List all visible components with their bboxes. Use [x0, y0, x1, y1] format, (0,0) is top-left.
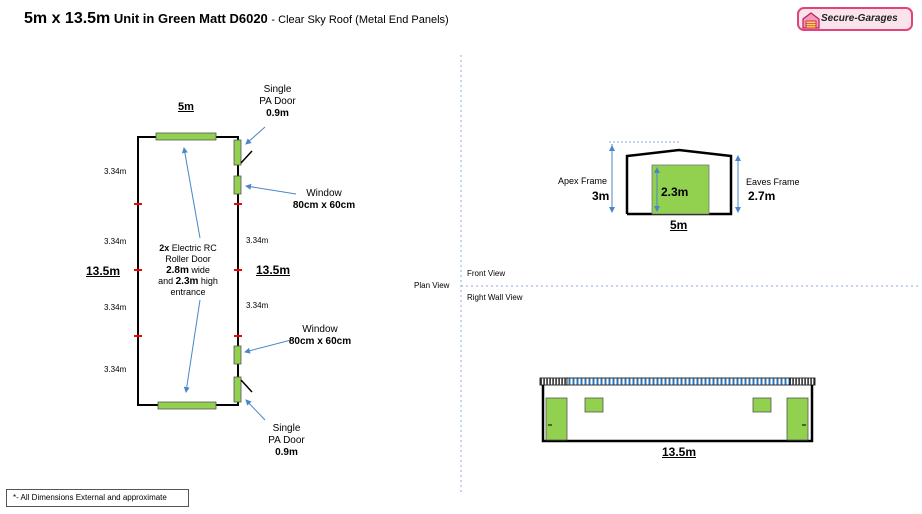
window-bottom [233, 345, 242, 365]
pa-door-bottom [233, 376, 242, 403]
pa-door-top-swing [240, 150, 253, 164]
side-pa-door-right [786, 397, 809, 441]
seg-right-1: 3.34m [246, 236, 269, 245]
diagram-title: 5m x 13.5m Unit in Green Matt D6020 - Cl… [24, 10, 449, 28]
window-top [233, 175, 242, 195]
plan-length-right: 13.5m [256, 263, 291, 277]
roof-end-right [789, 377, 816, 386]
side-pa-door-left [545, 397, 568, 441]
seg-left-1: 3.34m [104, 167, 127, 176]
front-width-label: 5m [670, 218, 688, 232]
side-length-label: 13.5m [662, 445, 697, 459]
title-subtitle: - Clear Sky Roof (Metal End Panels) [271, 14, 449, 26]
title-unit: Unit in Green Matt D6020 [113, 11, 268, 26]
front-view-label: Front View [467, 269, 506, 278]
pa-door-bottom-swing [240, 379, 253, 393]
front-view [609, 141, 741, 216]
callout-arrows [181, 126, 297, 421]
dimensions-footnote: *- All Dimensions External and approxima… [6, 489, 189, 507]
roof-end-left [539, 377, 568, 386]
roller-door-bottom [157, 401, 217, 410]
plan-view [134, 126, 297, 421]
seg-left-4: 3.34m [104, 365, 127, 374]
side-window-left [584, 397, 604, 413]
front-roller-door [651, 164, 710, 215]
seg-left-2: 3.34m [104, 237, 127, 246]
seg-left-3: 3.34m [104, 303, 127, 312]
eaves-frame-label: Eaves Frame [746, 177, 800, 187]
garage-house-icon [802, 12, 820, 29]
secure-garages-logo: Secure-Garages [797, 7, 913, 31]
apex-frame-value: 3m [592, 189, 610, 203]
window-top-label: Window 80cm x 60cm [292, 188, 356, 211]
clear-sky-roof [566, 377, 791, 386]
seg-right-2: 3.34m [246, 301, 269, 310]
pa-door-bottom-label: Single PA Door 0.9m [268, 423, 305, 458]
window-bottom-label: Window 80cm x 60cm [288, 324, 352, 347]
right-wall-view-label: Right Wall View [467, 293, 523, 302]
pa-door-top [233, 139, 242, 166]
eaves-frame-value: 2.7m [748, 189, 776, 203]
pa-door-top-label: Single PA Door 0.9m [259, 84, 296, 119]
roller-door-top [155, 132, 217, 141]
segment-ticks [134, 203, 242, 337]
title-size: 5m x 13.5m [24, 10, 111, 27]
plan-length-left: 13.5m [86, 264, 121, 278]
apex-frame-label: Apex Frame [558, 176, 608, 186]
right-wall-view [539, 377, 816, 443]
front-door-height: 2.3m [661, 185, 689, 199]
roller-door-label: 2x Electric RC Roller Door 2.8m wide and… [158, 243, 218, 297]
side-window-right [752, 397, 772, 413]
plan-width-label: 5m [178, 101, 194, 113]
logo-text: Secure-Garages [821, 13, 898, 24]
plan-view-label: Plan View [414, 281, 450, 290]
